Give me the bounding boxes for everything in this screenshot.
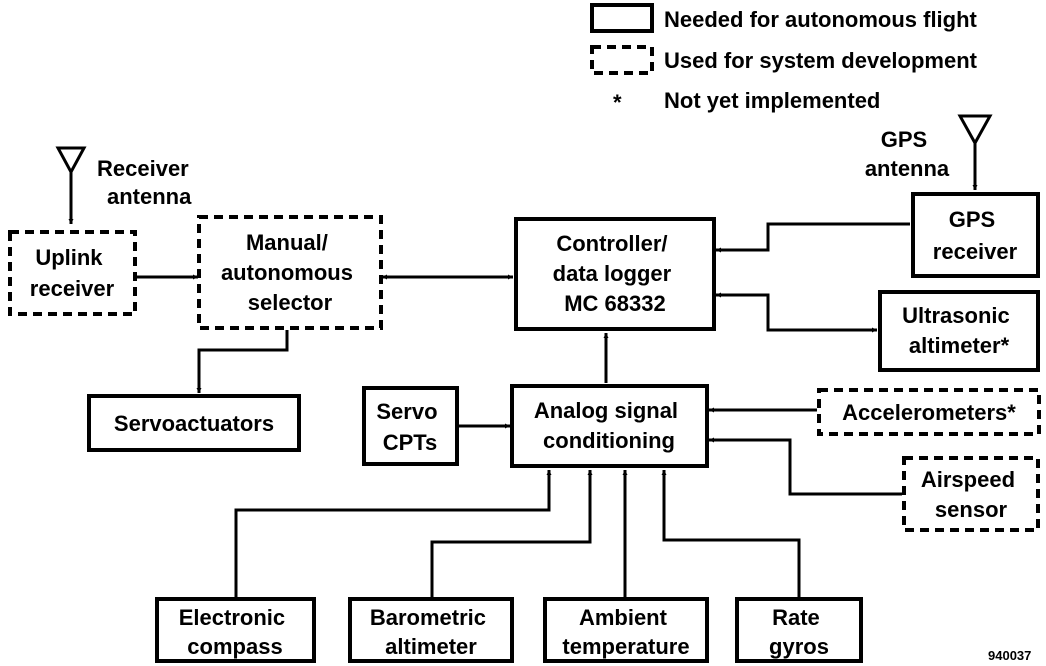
svg-text:Electronic compass: Electronic compass (179, 605, 292, 659)
electronic-compass-block: Electronic compass (155, 597, 316, 663)
receiver-antenna-label-2: antenna (107, 184, 192, 209)
barometric-altimeter-block: Barometric altimeter (348, 597, 514, 663)
ambient-label-1: Ambient (579, 605, 668, 630)
svg-text:Ambient temperature: Ambient temperature (562, 605, 689, 659)
legend-dashed-swatch (590, 45, 654, 75)
analog-label-1: Analog signal (534, 398, 678, 423)
svg-text:Receiver antenna: Receiver antenna (97, 156, 195, 209)
legend-star-symbol: * (613, 90, 622, 115)
controller-data-logger-block: Controller/ data logger MC 68332 (514, 217, 716, 331)
svg-text:Controller/ data logger: Controller/ data logger MC 68332 (553, 231, 678, 316)
barometric-label-1: Barometric (370, 605, 486, 630)
receiver-antenna-label-1: Receiver (97, 156, 189, 181)
svg-text:Uplink receiver: Uplink receiver (30, 245, 115, 301)
gyros-label-1: Rate (772, 605, 820, 630)
manual-autonomous-selector-block: Manual/ autonomous selector (197, 215, 383, 330)
selector-label-2: autonomous (221, 260, 353, 285)
gps-receiver-label-2: receiver (933, 239, 1018, 264)
svg-text:Rate gyros: Rate gyros (769, 605, 829, 659)
svg-text:Barometric altimeter: Barometric altimeter (370, 605, 492, 659)
svg-text:Servo CPTs: Servo CPTs (376, 399, 443, 455)
accelerometers-label: Accelerometers* (842, 400, 1016, 425)
compass-label-2: compass (187, 634, 282, 659)
ultrasonic-label-2: altimeter* (909, 333, 1010, 358)
connectors (137, 222, 910, 597)
uplink-receiver-block: Uplink receiver (8, 230, 137, 316)
servoactuators-label: Servoactuators (114, 411, 274, 436)
svg-text:Analog signal conditioni: Analog signal conditioning (534, 398, 684, 453)
selector-label-1: Manual/ (246, 230, 328, 255)
servo-cpts-label-2: CPTs (383, 430, 438, 455)
gps-antenna-icon (957, 114, 993, 147)
legend-solid-swatch (590, 3, 654, 33)
servo-cpts-block: Servo CPTs (362, 386, 459, 466)
legend: Needed for autonomous flight Used for sy… (590, 3, 978, 115)
barometric-label-2: altimeter (385, 634, 477, 659)
svg-text:GPS antenna: GPS antenna (865, 127, 950, 181)
selector-label-3: selector (248, 290, 333, 315)
ultrasonic-label-1: Ultrasonic (902, 303, 1010, 328)
analog-label-2: conditioning (543, 428, 675, 453)
servoactuators-block: Servoactuators (87, 394, 301, 452)
figure-id: 940037 (988, 648, 1031, 663)
compass-label-1: Electronic (179, 605, 285, 630)
svg-text:Ultrasonic altimeter*: Ultrasonic altimeter* (902, 303, 1016, 358)
legend-dashed-label: Used for system development (664, 48, 978, 73)
gps-antenna-label-1: GPS (881, 127, 927, 152)
svg-text:Manual/ autonomous: Manual/ autonomous selector (221, 230, 359, 315)
accelerometers-block: Accelerometers* (817, 388, 1041, 436)
legend-solid-label: Needed for autonomous flight (664, 7, 978, 32)
analog-signal-conditioning-block: Analog signal conditioning (510, 384, 709, 468)
controller-label-3: MC 68332 (564, 291, 666, 316)
gps-receiver-block: GPS receiver (911, 192, 1040, 278)
ambient-label-2: temperature (562, 634, 689, 659)
gyros-label-2: gyros (769, 634, 829, 659)
uplink-receiver-label-2: receiver (30, 276, 115, 301)
ultrasonic-altimeter-block: Ultrasonic altimeter* (878, 290, 1040, 372)
airspeed-sensor-block: Airspeed sensor (902, 456, 1040, 532)
legend-star-label: Not yet implemented (664, 88, 880, 113)
ambient-temperature-block: Ambient temperature (543, 597, 709, 663)
gps-antenna-label-2: antenna (865, 156, 950, 181)
receiver-antenna-icon (55, 146, 87, 176)
airspeed-label-1: Airspeed (921, 467, 1015, 492)
gps-antenna: GPS antenna (865, 114, 993, 190)
controller-label-1: Controller/ (556, 231, 667, 256)
rate-gyros-block: Rate gyros (735, 597, 863, 663)
gps-receiver-label-1: GPS (949, 207, 995, 232)
receiver-antenna: Receiver antenna (55, 146, 195, 224)
uplink-receiver-label-1: Uplink (35, 245, 103, 270)
svg-text:GPS receiver: GPS receiver (933, 207, 1018, 264)
servo-cpts-label-1: Servo (376, 399, 437, 424)
airspeed-label-2: sensor (935, 497, 1008, 522)
controller-label-2: data logger (553, 261, 672, 286)
svg-text:Airspeed sensor: Airspeed sensor (921, 467, 1021, 522)
